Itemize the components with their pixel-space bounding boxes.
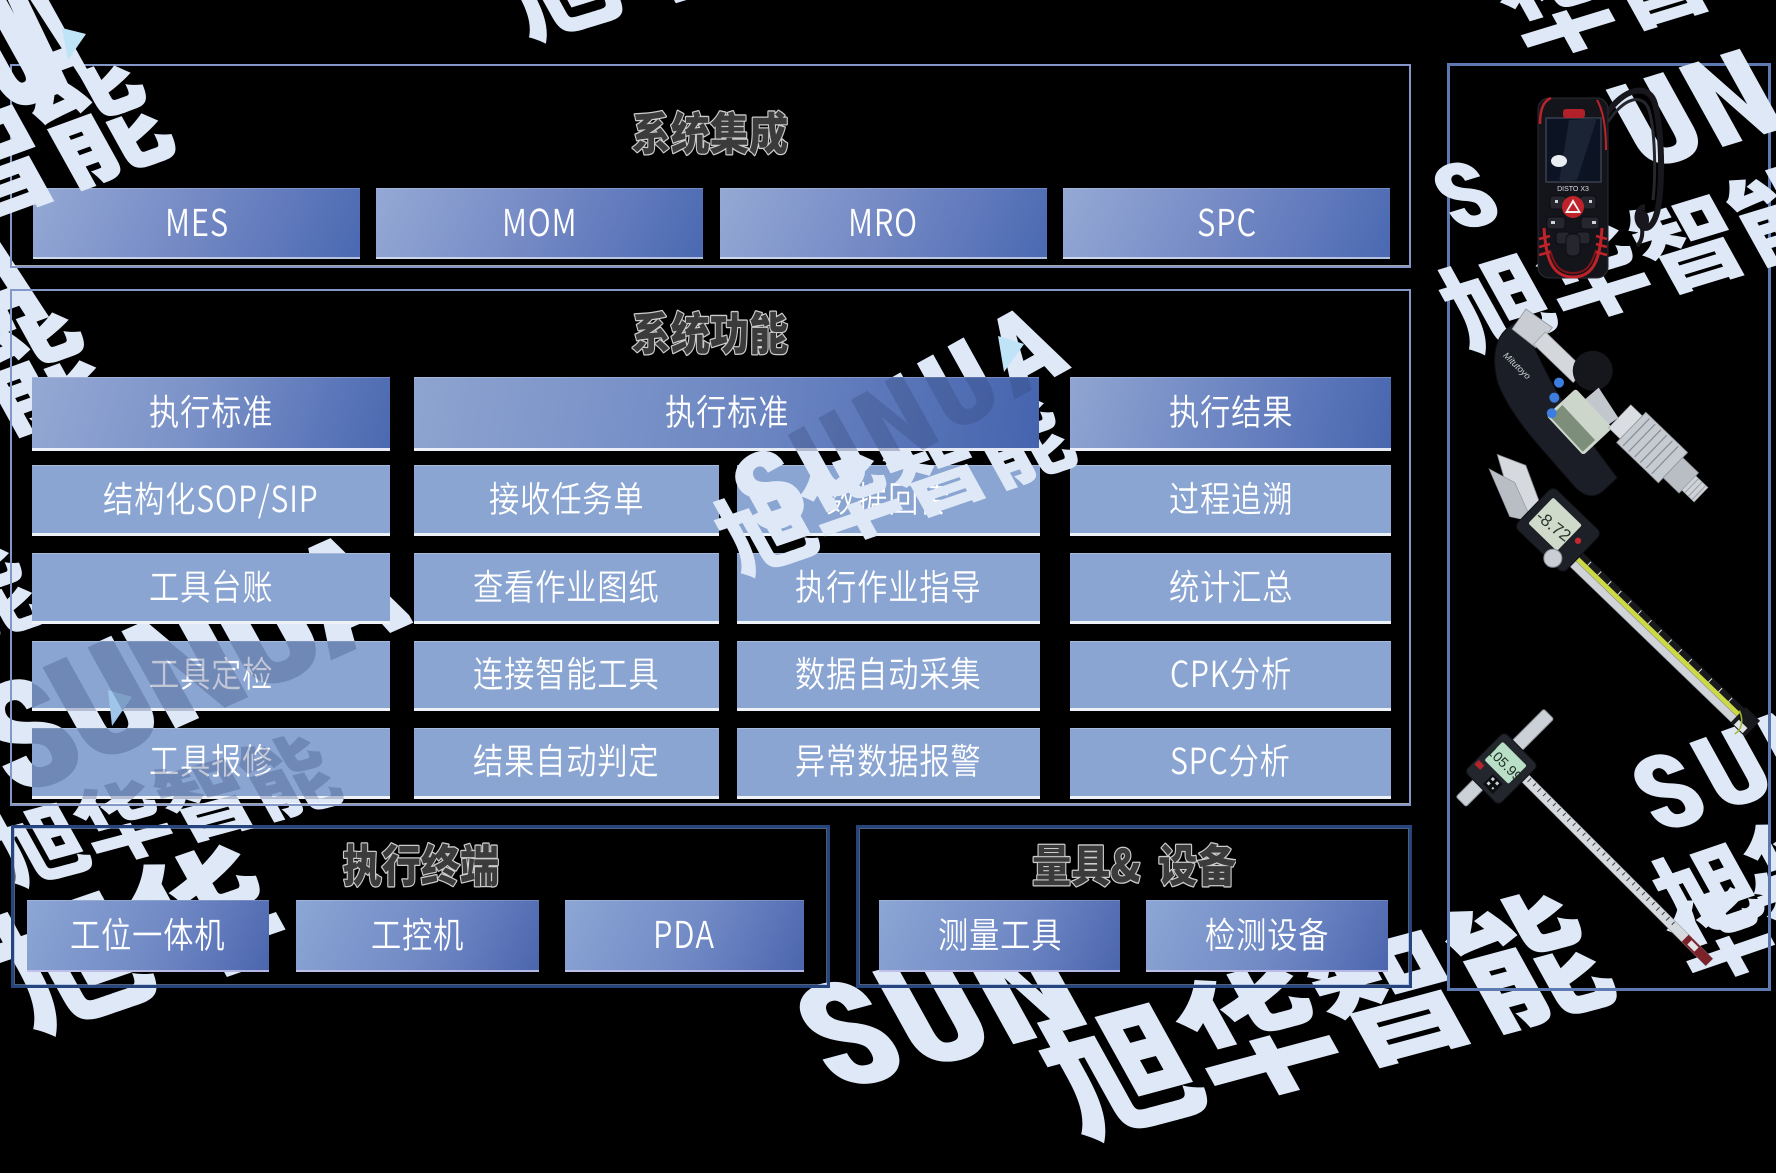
svg-text:DISTO X3: DISTO X3 [1557, 186, 1589, 193]
